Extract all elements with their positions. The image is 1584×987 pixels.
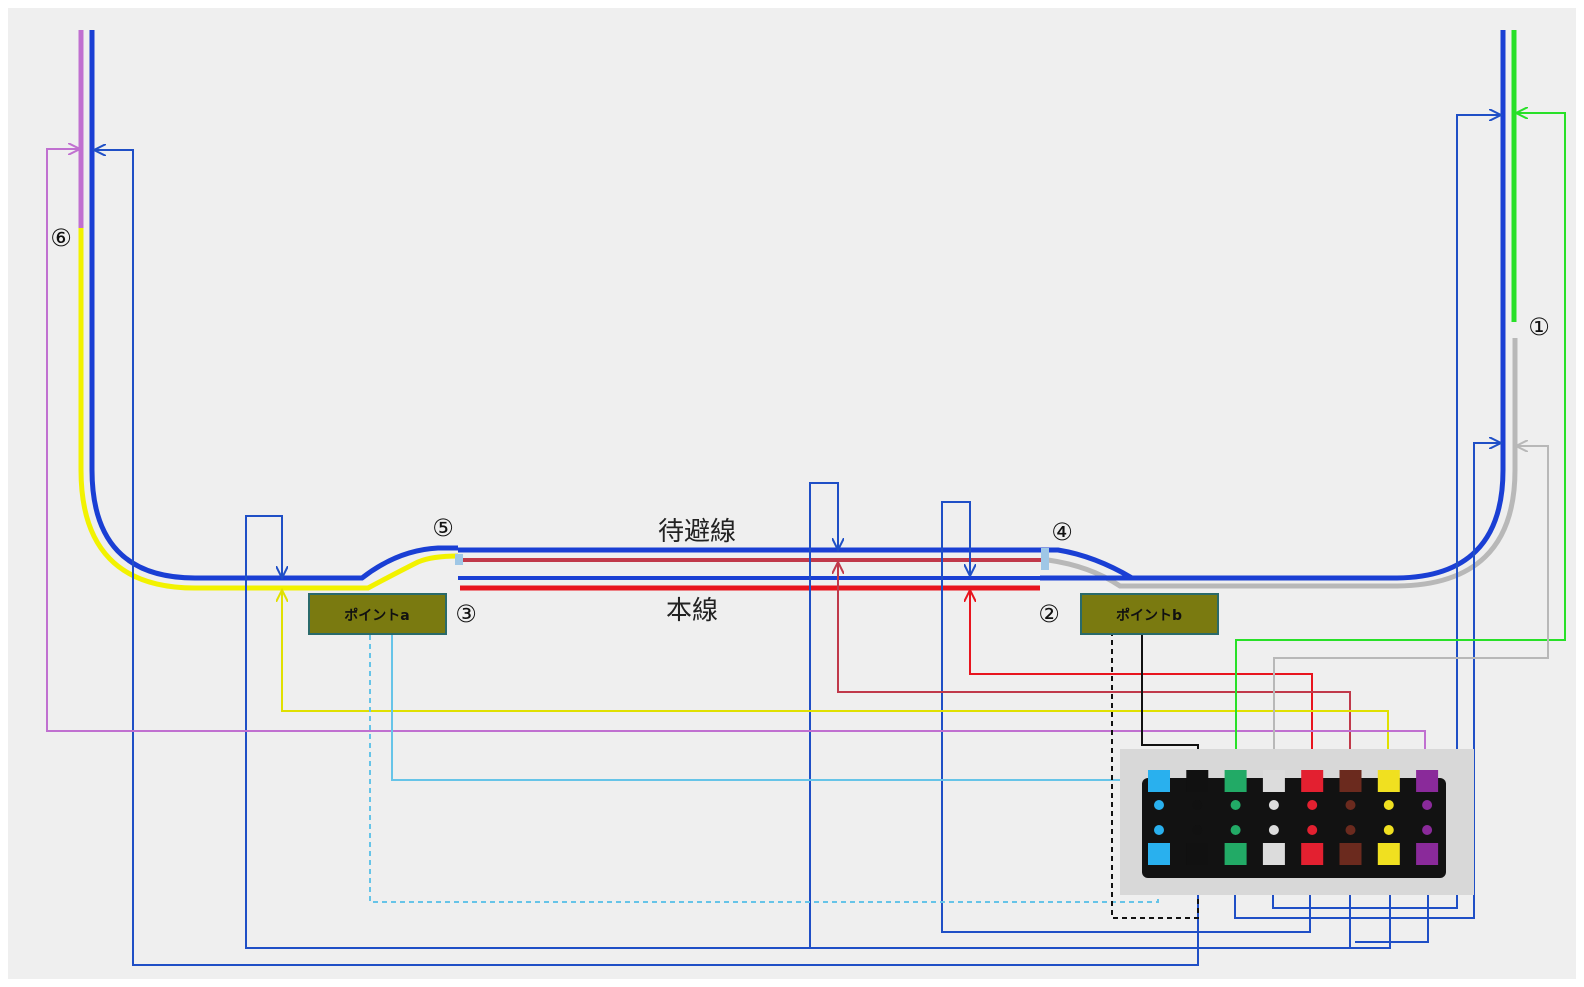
wire-point-a-dashed bbox=[369, 632, 1159, 903]
wire-blue-right-top bbox=[1272, 115, 1501, 909]
terminal-dot-upper-sky bbox=[1154, 800, 1164, 810]
section-5-label: ⑤ bbox=[432, 514, 454, 542]
terminal-top-yellow[interactable] bbox=[1377, 770, 1400, 792]
terminal-top-black[interactable] bbox=[1186, 770, 1209, 792]
wire-yellow bbox=[282, 590, 1389, 772]
terminal-dot-lower-red bbox=[1307, 825, 1318, 835]
terminal-dot-lower-purple bbox=[1422, 825, 1433, 835]
terminal-dot-upper-white bbox=[1268, 800, 1279, 810]
section-1-label: ① bbox=[1528, 313, 1550, 341]
wire-gray bbox=[1273, 446, 1549, 772]
terminal-dot-upper-black bbox=[1192, 800, 1203, 810]
wire-blue-siding-a bbox=[809, 482, 1391, 949]
terminal-dot-upper-purple bbox=[1422, 800, 1433, 810]
terminal-top-green[interactable] bbox=[1224, 770, 1247, 792]
terminal-dot-upper-green bbox=[1230, 800, 1241, 810]
section-4-label: ④ bbox=[1051, 518, 1073, 546]
track-left-blue bbox=[89, 30, 458, 581]
wire-blue-siding-b bbox=[941, 501, 1311, 933]
terminal-dot-lower-yellow bbox=[1383, 825, 1394, 835]
wire-green bbox=[1235, 113, 1566, 772]
terminal-top-white[interactable] bbox=[1262, 770, 1285, 792]
track-right-gray bbox=[1047, 338, 1518, 589]
terminal-bottom-black[interactable] bbox=[1186, 843, 1209, 865]
terminal-top-brown[interactable] bbox=[1339, 770, 1362, 792]
terminal-dot-lower-green bbox=[1230, 825, 1241, 835]
connector-body bbox=[1142, 778, 1446, 878]
joiner-right bbox=[1041, 548, 1049, 570]
point-a-label: ポイントa bbox=[344, 607, 409, 624]
terminal-bottom-white[interactable] bbox=[1262, 843, 1285, 865]
terminal-connector-block bbox=[1120, 749, 1474, 895]
point-a-box[interactable]: ポイントa bbox=[308, 593, 447, 635]
feeder-wires bbox=[46, 113, 1566, 966]
track-right-blue bbox=[1040, 30, 1506, 581]
section-6-label: ⑥ bbox=[50, 224, 72, 252]
point-b-label: ポイントb bbox=[1116, 607, 1182, 624]
terminal-bottom-purple[interactable] bbox=[1416, 843, 1439, 865]
terminal-dot-lower-white bbox=[1268, 825, 1279, 835]
terminal-bottom-yellow[interactable] bbox=[1377, 843, 1400, 865]
terminal-dot-lower-brown bbox=[1345, 825, 1356, 835]
track-layout bbox=[78, 30, 1518, 591]
siding-track-blue bbox=[458, 547, 1134, 581]
terminal-dot-lower-sky bbox=[1154, 825, 1164, 835]
track-left-yellow bbox=[78, 228, 459, 591]
terminal-bottom-brown[interactable] bbox=[1339, 843, 1362, 865]
section-3-label: ③ bbox=[455, 600, 477, 628]
terminal-dot-lower-black bbox=[1192, 825, 1203, 835]
siding-label: 待避線 bbox=[658, 517, 736, 547]
section-2-label: ② bbox=[1038, 600, 1060, 628]
terminal-bottom-sky[interactable] bbox=[1148, 843, 1170, 865]
joiner-left bbox=[455, 554, 463, 565]
terminal-dot-upper-red bbox=[1307, 800, 1318, 810]
terminal-dot-upper-yellow bbox=[1383, 800, 1394, 810]
terminal-bottom-red[interactable] bbox=[1301, 843, 1324, 865]
terminal-bottom-green[interactable] bbox=[1224, 843, 1247, 865]
terminal-dot-upper-brown bbox=[1345, 800, 1356, 810]
wire-blue-right-low bbox=[1234, 443, 1501, 919]
point-b-box[interactable]: ポイントb bbox=[1080, 593, 1219, 635]
wire-violet bbox=[46, 149, 1426, 772]
terminal-top-sky[interactable] bbox=[1148, 770, 1170, 792]
terminal-top-red[interactable] bbox=[1301, 770, 1324, 792]
terminal-top-purple[interactable] bbox=[1416, 770, 1439, 792]
main-line-label: 本線 bbox=[666, 596, 718, 626]
wire-blue-purple-return bbox=[1355, 872, 1429, 943]
wire-blue-left-top bbox=[94, 150, 1199, 966]
